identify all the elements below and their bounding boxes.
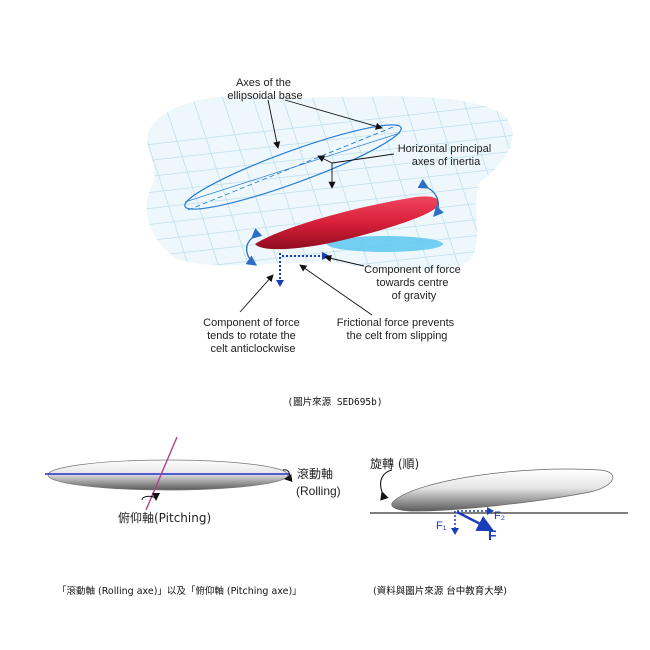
rolling-rotation-icon — [282, 469, 293, 482]
label-comp-gravity: Component of force towards centre of gra… — [364, 264, 464, 302]
label-principal-axes: Horizontal principal axes of inertia — [398, 143, 495, 168]
label-comp-rotate: Component of force tends to rotate the c… — [203, 317, 303, 355]
celt-grey-body-left — [47, 459, 289, 491]
rotation-arrow-right-icon — [417, 178, 444, 217]
caption-right: (資料與圖片來源 台中教育大學) — [373, 585, 507, 597]
resultant-force-arrow — [456, 510, 495, 532]
leader-lines — [267, 99, 395, 189]
leader-lines-lower — [239, 254, 373, 316]
label-axes-base: Axes of the ellipsoidal base — [227, 77, 302, 102]
rotation-arrow-icon — [380, 469, 393, 501]
rotation-arrow-left-icon — [245, 228, 263, 266]
label-pitching: 俯仰軸(Pitching) — [118, 510, 211, 525]
label-f: F — [488, 527, 497, 543]
celt-shadow — [327, 236, 443, 252]
source-caption-top: (圖片來源 SED695b) — [287, 396, 382, 408]
ground-plane — [146, 95, 513, 272]
label-rolling-en: (Rolling) — [296, 484, 341, 498]
label-rotation: 旋轉 (順) — [370, 457, 419, 471]
label-rolling-zh: 滾動軸 — [297, 467, 333, 481]
pitching-rotation-icon — [141, 492, 160, 501]
celt-body — [255, 196, 439, 250]
caption-left: 「滾動軸 (Rolling axe)」以及「俯仰軸 (Pitching axe)… — [57, 585, 302, 597]
label-friction: Frictional force prevents the celt from … — [337, 317, 457, 342]
label-f2: F₂ — [494, 510, 505, 522]
pitching-axis-line — [145, 436, 178, 511]
celt-grey-body-right — [391, 468, 614, 512]
label-f1: F₁ — [436, 520, 447, 532]
rotation-force-diagram: 旋轉 (順) F₁ F₂ F — [370, 457, 628, 543]
rolling-pitching-diagram: 滾動軸 (Rolling) 俯仰軸(Pitching) — [45, 436, 341, 525]
ellipsoidal-base-outline — [184, 124, 402, 211]
